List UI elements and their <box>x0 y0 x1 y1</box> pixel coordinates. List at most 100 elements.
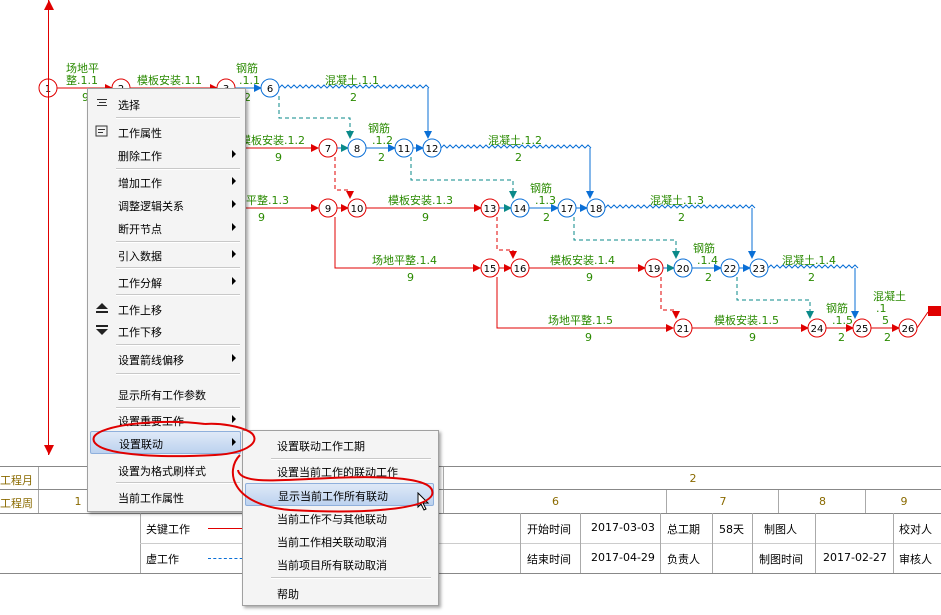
virtual-arrow[interactable] <box>410 157 517 199</box>
virtual-arrow[interactable] <box>736 277 814 319</box>
menu-item-set-important[interactable]: 设置重要工作 <box>90 409 241 430</box>
submenu-item-set-current-linkage[interactable]: 设置当前工作的联动工作 <box>277 466 398 479</box>
time-axis-top-arrow <box>44 0 54 10</box>
network-node-label: 7 <box>325 144 331 155</box>
menu-item-move-up[interactable]: 工作上移 <box>90 298 241 319</box>
network-node-label: 20 <box>677 264 690 275</box>
work-name-label: 钢筋 <box>693 241 715 255</box>
virtual-arrow[interactable] <box>278 96 354 139</box>
virtual-arrow[interactable] <box>660 277 680 319</box>
work-name-label: .1.5 <box>832 314 853 327</box>
work-name-label: .1.4 <box>697 254 718 267</box>
work-name-label: 混凝土 <box>873 289 906 303</box>
draw-time-value: 2017-02-27 <box>823 551 887 564</box>
network-node-label: 9 <box>325 204 331 215</box>
network-node-label: 8 <box>354 144 360 155</box>
menu-item-work-decompose[interactable]: 工作分解 <box>90 271 241 292</box>
work-duration-label: 9 <box>82 91 89 104</box>
work-name-label: 混凝土.1.3 <box>650 193 704 207</box>
network-node[interactable] <box>422 138 442 158</box>
end-flag-icon <box>928 306 941 316</box>
move-down-icon <box>95 323 109 337</box>
network-node-label: 17 <box>561 204 574 215</box>
work-name-label: 混凝土.1.2 <box>488 133 542 147</box>
arrow-line[interactable] <box>496 277 674 332</box>
submenu-item-show-all-linkage[interactable]: 显示当前工作所有联动 <box>245 483 434 506</box>
virtual-arrow[interactable] <box>496 217 517 259</box>
menu-item-break-node[interactable]: 断开节点 <box>90 217 241 238</box>
menu-item-add-work[interactable]: 增加工作 <box>90 171 241 192</box>
virtual-arrow[interactable] <box>573 217 680 259</box>
work-name-label: 模板安装.1.3 <box>388 193 453 207</box>
network-node[interactable] <box>318 138 338 158</box>
network-node-label: 23 <box>753 264 766 275</box>
menu-item-format-brush[interactable]: 设置为格式刷样式 <box>118 465 206 478</box>
network-node[interactable] <box>260 78 280 98</box>
legend-table: 关键工作 虚工作 开始时间 结束时间 2017-03-03 2017-04-29… <box>0 513 941 574</box>
menu-item-show-all-params[interactable]: 显示所有工作参数 <box>118 389 206 402</box>
network-node[interactable] <box>749 258 769 278</box>
network-node[interactable] <box>673 258 693 278</box>
network-node[interactable] <box>394 138 414 158</box>
submenu-arrow-icon <box>232 415 236 423</box>
menu-item-select[interactable]: 选择 <box>90 93 241 114</box>
submenu-item-help[interactable]: 帮助 <box>277 588 299 601</box>
work-duration-label: 9 <box>407 271 414 284</box>
submenu-item-no-linkage[interactable]: 当前工作不与其他联动 <box>277 513 387 526</box>
month-row: 工程月 2 <box>0 466 941 490</box>
network-node[interactable] <box>557 198 577 218</box>
network-node[interactable] <box>347 138 367 158</box>
work-name-label: 钢筋 <box>236 61 258 75</box>
submenu-arrow-icon <box>232 354 236 362</box>
network-node[interactable] <box>347 198 367 218</box>
network-node[interactable] <box>318 198 338 218</box>
network-node-label: 13 <box>484 204 497 215</box>
submenu-arrow-icon <box>232 150 236 158</box>
arrow-line[interactable] <box>334 217 481 272</box>
menu-item-move-down[interactable]: 工作下移 <box>90 320 241 341</box>
menu-item-current-work-properties[interactable]: 当前工作属性 <box>118 492 184 505</box>
submenu-item-set-linkage-duration[interactable]: 设置联动工作工期 <box>277 440 365 453</box>
week-cell: 9 <box>865 490 941 513</box>
network-node[interactable] <box>852 318 872 338</box>
network-node[interactable] <box>807 318 827 338</box>
submenu-item-cancel-project-linkage[interactable]: 当前项目所有联动取消 <box>277 559 387 572</box>
linkage-submenu: 设置联动工作工期 设置当前工作的联动工作 显示当前工作所有联动 当前工作不与其他… <box>242 430 439 606</box>
work-name-label: 钢筋 <box>530 181 552 195</box>
virtual-work-legend-label: 虚工作 <box>146 553 179 566</box>
network-node[interactable] <box>510 198 530 218</box>
critical-work-legend-label: 关键工作 <box>146 523 190 536</box>
menu-item-work-properties[interactable]: 工作属性 <box>90 121 241 142</box>
context-menu: 选择 工作属性 删除工作 增加工作 调整逻辑关系 断开节点 引入数据 工作分解 … <box>87 88 246 512</box>
start-time-value: 2017-03-03 <box>591 521 655 534</box>
submenu-arrow-icon <box>232 250 236 258</box>
menu-item-adjust-logic[interactable]: 调整逻辑关系 <box>90 194 241 215</box>
total-period-value: 58天 <box>719 523 744 536</box>
network-node[interactable] <box>586 198 606 218</box>
virtual-arrow[interactable] <box>334 157 354 199</box>
network-node[interactable] <box>480 198 500 218</box>
end-time-value: 2017-04-29 <box>591 551 655 564</box>
work-name-label: 场地平整.1.4 <box>372 253 437 267</box>
network-node-label: 25 <box>856 324 869 335</box>
network-node-label: 10 <box>351 204 364 215</box>
menu-item-import-data[interactable]: 引入数据 <box>90 244 241 265</box>
total-period-label: 总工期 <box>667 523 700 536</box>
work-name-label: 场地平 <box>66 61 99 75</box>
work-duration-label: 9 <box>585 331 592 344</box>
network-node[interactable] <box>644 258 664 278</box>
menu-item-set-linkage[interactable]: 设置联动 <box>90 431 241 454</box>
month-cell: 2 <box>443 467 941 490</box>
submenu-item-cancel-related-linkage[interactable]: 当前工作相关联动取消 <box>277 536 387 549</box>
work-duration-label: 2 <box>543 211 550 224</box>
network-node[interactable] <box>673 318 693 338</box>
network-node[interactable] <box>480 258 500 278</box>
menu-item-delete-work[interactable]: 删除工作 <box>90 144 241 165</box>
network-node[interactable] <box>510 258 530 278</box>
network-node[interactable] <box>898 318 918 338</box>
work-name-label: 场地平整.1.5 <box>548 313 613 327</box>
work-duration-label: 2 <box>808 271 815 284</box>
network-diagram[interactable]: 1236781112910131417181516192022232124252… <box>0 0 941 440</box>
network-node[interactable] <box>720 258 740 278</box>
menu-item-arrow-offset[interactable]: 设置箭线偏移 <box>90 348 241 369</box>
